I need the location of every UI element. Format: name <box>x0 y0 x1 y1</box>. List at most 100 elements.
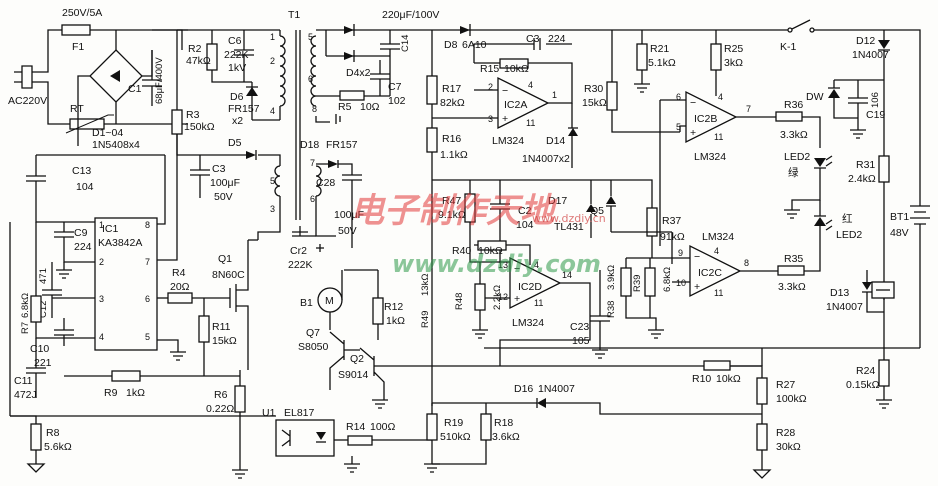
optocoupler: U1 EL817 R14 100Ω <box>262 407 432 473</box>
ic1-part: KA3842A <box>98 237 142 249</box>
r31-label: R31 <box>856 159 875 171</box>
resistor-r21 <box>636 43 648 71</box>
c2-label: C2 <box>518 205 532 217</box>
resistor-r9 <box>111 370 141 382</box>
r6-label: R6 <box>214 389 228 401</box>
ground-icon <box>316 244 324 252</box>
r49-value: 13kΩ <box>420 274 431 296</box>
wire <box>157 134 178 261</box>
resistor-r35 <box>777 265 805 276</box>
r21-label: R21 <box>650 43 669 55</box>
wire <box>659 99 686 246</box>
r30-value: 15kΩ <box>582 97 607 109</box>
u1-body <box>275 419 335 457</box>
resistor-r48 <box>474 283 486 311</box>
d13-label: D13 <box>830 287 849 299</box>
d8-label: D8 <box>444 39 458 51</box>
pin: 1 <box>99 220 104 230</box>
pin: 11 <box>534 298 543 308</box>
u1-part: EL817 <box>284 407 315 419</box>
r24-value: 0.15kΩ <box>846 379 880 391</box>
r40-label: R40 <box>452 245 471 257</box>
r25-value: 3kΩ <box>724 57 743 69</box>
c3b-label: C3 <box>526 33 540 45</box>
cap-c12 <box>42 262 95 318</box>
r24-label: R24 <box>856 365 875 377</box>
d12-label: D12 <box>856 35 875 47</box>
r7-value: 6.8kΩ <box>20 293 31 318</box>
r38-label: R38 <box>606 301 617 318</box>
cr2-value: 222K <box>288 259 313 271</box>
pin: 4 <box>99 332 104 342</box>
ic2a-part: LM324 <box>492 135 524 147</box>
diode-d14-icon <box>568 128 578 136</box>
minus: − <box>690 97 696 109</box>
c12-value: 471 <box>38 268 49 284</box>
watermark-small: www.dzdiy.cn <box>532 212 606 225</box>
wire <box>432 403 487 465</box>
r14-label: R14 <box>346 421 365 433</box>
ic2c-label: IC2C <box>698 267 722 279</box>
resistor-r6 <box>234 385 246 413</box>
plus: + <box>690 127 696 139</box>
ground-icon <box>592 349 608 359</box>
c6-value: 222K <box>224 49 249 61</box>
out-cap-label: 220μF/100V <box>382 9 439 21</box>
wire <box>634 30 650 93</box>
c7-value: 102 <box>388 95 406 107</box>
plus: + <box>502 113 508 125</box>
r12-label: R12 <box>384 301 403 313</box>
wire <box>32 29 188 73</box>
wire <box>315 196 353 248</box>
resistor-r36 <box>775 111 803 122</box>
d6-count: x2 <box>232 115 243 127</box>
c1-value: 68μF/400V <box>154 57 165 104</box>
ic1-body <box>94 217 158 351</box>
resistor-r8 <box>30 423 42 451</box>
r27-value: 100kΩ <box>776 393 807 405</box>
wire <box>611 30 680 133</box>
ic2a-label: IC2A <box>504 99 527 111</box>
sense-network: R17 82kΩ R16 1.1kΩ R47 9.1kΩ C2 104 R40 … <box>426 30 653 265</box>
cap-c28 <box>342 174 362 232</box>
fuse-rating: 250V/5A <box>62 7 102 19</box>
r12-value: 1kΩ <box>386 315 405 327</box>
r35-label: R35 <box>784 253 803 265</box>
d14-part: 1N4007x2 <box>522 153 570 165</box>
t1-secondary <box>310 35 317 107</box>
wire <box>474 244 531 265</box>
pin: 11 <box>714 288 723 298</box>
ic2b-part: LM324 <box>694 151 726 163</box>
dw-label: DW <box>806 91 824 103</box>
ic2d-label: IC2D <box>518 281 542 293</box>
pin: 8 <box>744 258 749 268</box>
resistor-r18 <box>480 413 492 441</box>
aux-output: D18 FR157 C28 100μF 50V Cr2 222K <box>288 139 378 271</box>
d17-label: D17 <box>548 195 567 207</box>
wire <box>432 398 762 415</box>
watermark-url: www.dzdiy.com <box>392 250 601 278</box>
ground-icon <box>56 262 72 279</box>
c7-label: C7 <box>388 81 402 93</box>
r35-value: 3.3kΩ <box>778 281 806 293</box>
diode-d17-icon <box>606 196 616 204</box>
pin: 5 <box>145 332 150 342</box>
r11-value: 15kΩ <box>212 335 237 347</box>
r7-label: R7 <box>20 322 31 334</box>
pin-6: 6 <box>308 74 313 84</box>
transistor-q7 <box>329 331 345 390</box>
tl431-icon <box>586 204 596 212</box>
c28-label: C28 <box>316 177 335 189</box>
pin: 2 <box>488 82 493 92</box>
pin-3: 3 <box>270 204 275 214</box>
cap-c1 <box>142 50 162 106</box>
phototransistor-icon <box>281 429 291 447</box>
battery-section: K-1 D12 1N4007 R31 2.4kΩ BT1 48V D13 1N4… <box>484 19 930 409</box>
wire <box>828 80 858 119</box>
c23-value: 105 <box>572 335 590 347</box>
ac-source-label: AC220V <box>8 95 47 107</box>
t1-aux <box>274 165 281 197</box>
pin: 8 <box>145 220 150 230</box>
r49-label: R49 <box>420 311 431 328</box>
